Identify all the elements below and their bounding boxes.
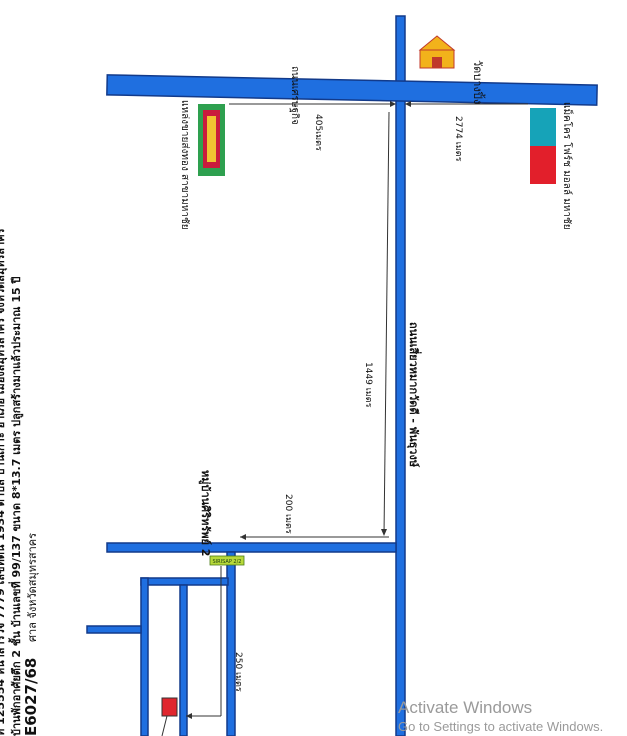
main-road-label: ถนนเสี่ยวหมากวัดดี - พันธุวงษ์ (406, 322, 422, 468)
temple-icon (418, 35, 456, 69)
watermark-subtitle: Go to Settings to activate Windows. (398, 719, 604, 734)
arrow-2774 (405, 101, 528, 107)
temple-label: วัดบางปิ้ง (471, 60, 486, 104)
distance-1449: 1449 เมตร (363, 362, 373, 408)
arrow-1449 (381, 111, 390, 536)
left-shop-sign (198, 104, 225, 176)
arrow-405 (229, 101, 396, 107)
soi-road-east (226, 551, 236, 736)
distance-405: 405เมตร (313, 114, 323, 151)
header-line-2: บ้านพักอาศัยตึก 2 ชั้น บ้านเลขที่ 99/137… (8, 277, 24, 736)
village-sign-text: SIRISAP 2/2 (213, 559, 242, 565)
right-shop-label: แม็คโคร โฟร์ช มอลล์ มหาชัย (561, 102, 575, 230)
court-name: ศาล จังหวัดสมุทรสาคร (26, 533, 39, 642)
top-road-label: ถนนเศรษฐกิจ (289, 66, 300, 125)
target-pointer (161, 715, 168, 736)
distance-200: 200 เมตร (283, 494, 293, 534)
left-shop-label: แหล่งขายส่งทอง สาขามหาชัย (179, 100, 190, 230)
soi-road-west (140, 577, 149, 736)
village-road (106, 542, 397, 553)
arrow-250 (186, 566, 222, 719)
village-label: หมู่บ้านศิริทรัพย์ 2 (198, 470, 212, 556)
village-sign: SIRISAP 2/2 (209, 555, 245, 566)
distance-250: 250 เมตร (233, 652, 243, 692)
activate-windows-watermark: Activate Windows Go to Settings to activ… (398, 698, 603, 734)
soi-road-middle (179, 584, 188, 736)
watermark-title: Activate Windows (398, 698, 533, 717)
arrow-200 (240, 534, 389, 540)
soi-road-stub (86, 625, 142, 634)
target-property-marker (161, 697, 178, 717)
header-line-1: ที่ 125554 หน้าสำรวจ 7779 เลขที่ดิน 1934… (0, 228, 8, 736)
main-road (395, 15, 406, 736)
right-shop-sign (530, 108, 556, 184)
distance-2774: 2774 เมตร (453, 116, 463, 162)
soi-road-north (140, 577, 229, 586)
case-number: E6027/68 (22, 658, 40, 736)
top-road (106, 74, 598, 106)
